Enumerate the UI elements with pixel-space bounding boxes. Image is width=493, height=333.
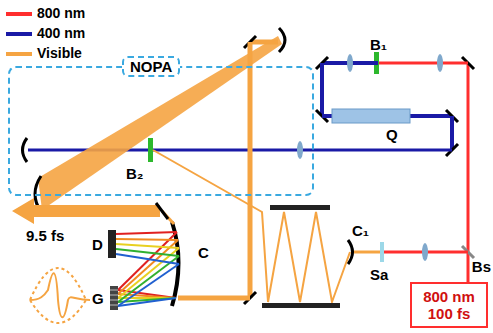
component-label: Bs xyxy=(472,258,491,275)
component-label: D xyxy=(92,236,103,253)
component-label: B₂ xyxy=(126,165,144,182)
legend-text: Visible xyxy=(37,45,82,62)
legend-swatch xyxy=(6,32,32,36)
component-label: C₁ xyxy=(352,222,369,239)
legend-swatch xyxy=(6,12,32,16)
nopa-region: NOPA xyxy=(8,66,314,196)
legend-text: 400 nm xyxy=(37,25,85,42)
legend-text: 800 nm xyxy=(37,5,85,22)
pulse-duration: 9.5 fs xyxy=(26,227,64,244)
component-label: Q xyxy=(386,126,398,143)
source-spec: 800 nm 100 fs xyxy=(418,288,480,322)
region-title: NOPA xyxy=(122,56,180,77)
component-label: G xyxy=(92,290,104,307)
component-label: C xyxy=(198,244,209,261)
component-label: B₁ xyxy=(370,36,387,53)
laser-source-box: 800 nm 100 fs xyxy=(410,282,488,328)
component-label: Sa xyxy=(370,266,388,283)
legend-swatch xyxy=(6,52,32,56)
